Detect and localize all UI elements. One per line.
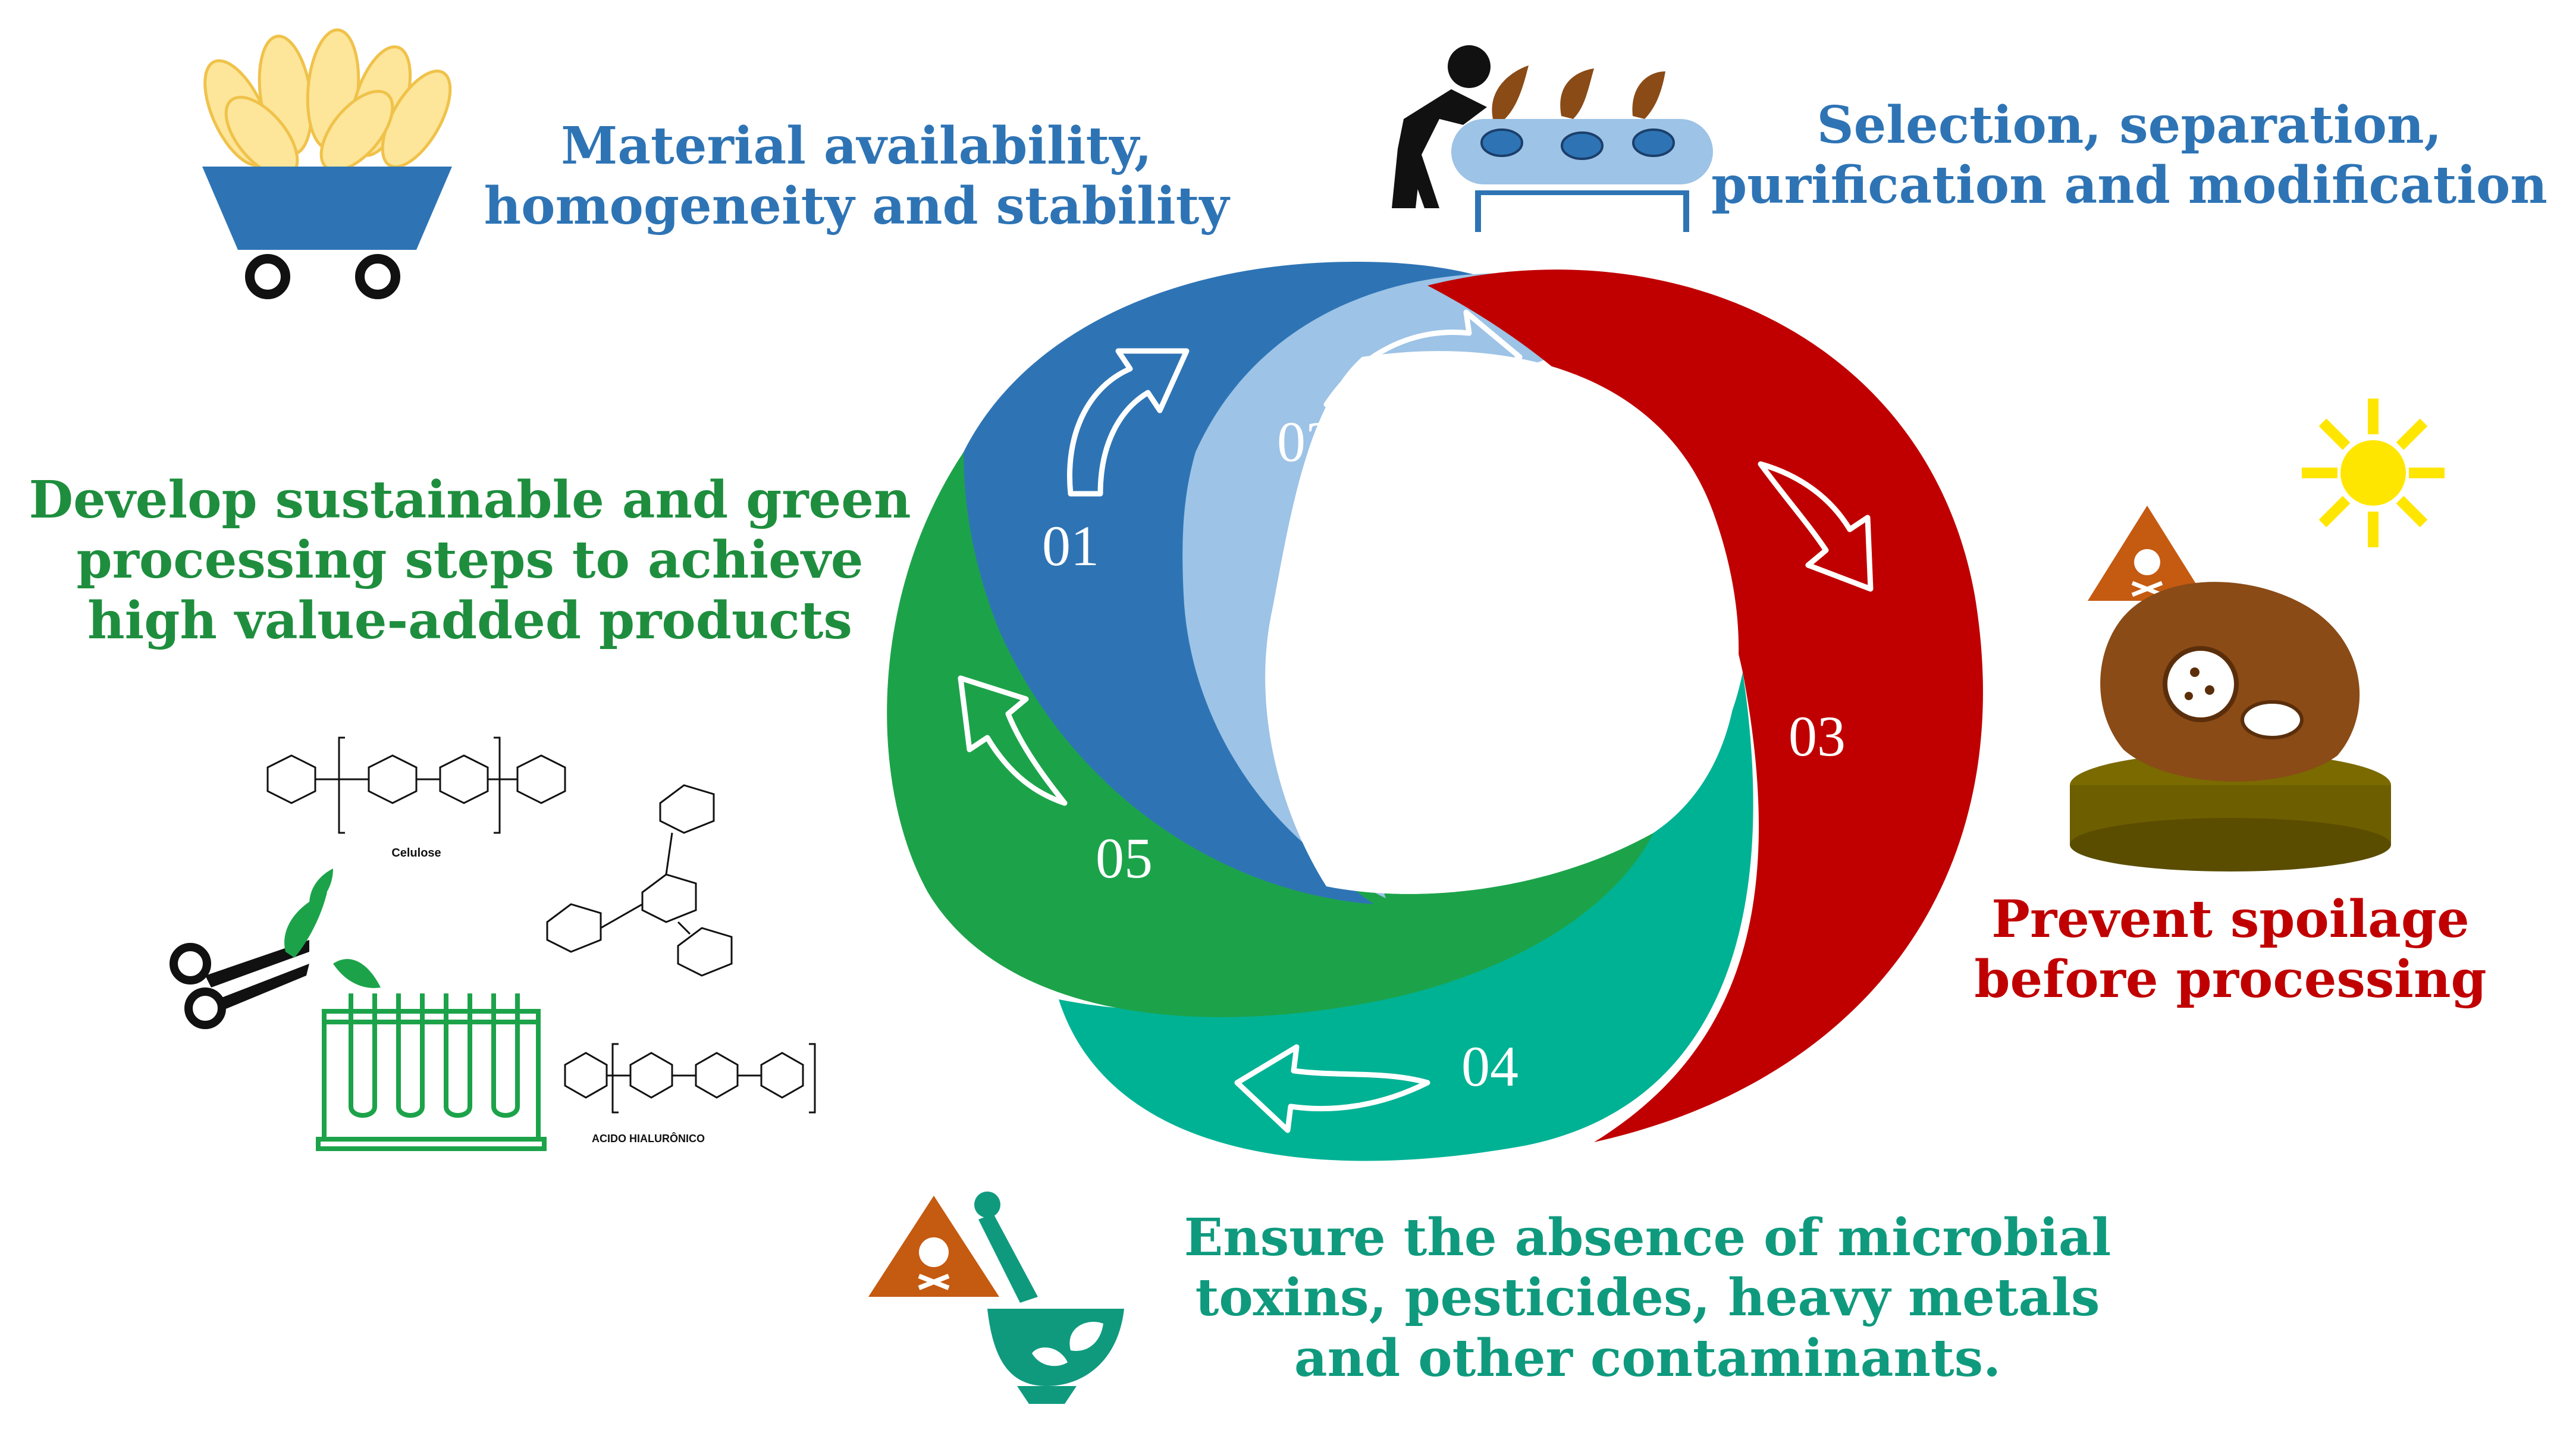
ring-segment-05 (887, 452, 1653, 1017)
step-number-01: 01 (1042, 514, 1099, 578)
arrow-icon (1323, 309, 1523, 407)
caption-step-02: Selection, separation, purification and … (1707, 95, 2552, 216)
ring-segment-01 (964, 262, 1493, 904)
microbe-icon (2163, 646, 2239, 722)
sorting-conveyor-icon (1392, 45, 1713, 232)
spoiled-sample-icon (2070, 399, 2445, 871)
hyaluronic-acid-structure (564, 1043, 816, 1114)
caption-step-05: Develop sustainable and green processing… (12, 470, 928, 651)
caption-line: Prevent spoilage (1991, 889, 2470, 949)
lab-processing-icon (170, 869, 547, 1151)
caption-line: before processing (1974, 949, 2487, 1010)
sun-icon (2302, 399, 2445, 547)
caption-line: Material availability, (561, 116, 1152, 176)
mortar-contaminant-icon (868, 1192, 1124, 1404)
corn-cart-icon (202, 28, 452, 299)
cellulose-label: Celulose (391, 847, 441, 860)
caption-line: Ensure the absence of microbial (1184, 1208, 2111, 1268)
caption-line: Develop sustainable and green (29, 470, 911, 530)
leaf-icon (1032, 1322, 1103, 1366)
step-numbers: 01 02 03 04 05 (1042, 410, 1846, 1098)
plant-icon (284, 869, 381, 988)
ring-center (1265, 351, 1739, 894)
cycle-ring (887, 262, 1983, 1161)
arrow-icon (1234, 1044, 1430, 1133)
arrow-icon (1067, 348, 1190, 497)
arrow-icon (1758, 461, 1874, 592)
caption-line: homogeneity and stability (484, 176, 1229, 237)
caption-line: high value-added products (87, 590, 852, 651)
caption-line: and other contaminants. (1294, 1328, 2001, 1388)
test-tube-rack-icon (316, 993, 547, 1151)
polysaccharide-structure (546, 784, 733, 977)
hyaluronic-acid-label: ACIDO HIALURÔNICO (592, 1132, 705, 1145)
ring-segment-04 (1059, 672, 1753, 1161)
step-number-03: 03 (1789, 704, 1846, 768)
hazard-icon (868, 1196, 999, 1297)
caption-line: purification and modification (1711, 155, 2547, 216)
cycle-arrows (958, 309, 1874, 1133)
step-number-02: 02 (1277, 410, 1334, 474)
scissors-icon (170, 940, 309, 1029)
hazard-icon (2088, 506, 2207, 601)
caption-step-01: Material availability, homogeneity and s… (464, 116, 1249, 237)
step-number-05: 05 (1096, 826, 1153, 890)
cellulose-structure (266, 736, 566, 834)
caption-line: Selection, separation, (1816, 95, 2442, 155)
caption-line: processing steps to achieve (76, 530, 864, 591)
arrow-icon (958, 675, 1068, 806)
caption-step-04: Ensure the absence of microbial toxins, … (1130, 1208, 2165, 1388)
ring-segment-03 (1427, 269, 1983, 1142)
caption-step-03: Prevent spoilage before processing (1963, 889, 2498, 1010)
caption-line: toxins, pesticides, heavy metals (1195, 1268, 2100, 1328)
step-number-04: 04 (1461, 1034, 1518, 1098)
